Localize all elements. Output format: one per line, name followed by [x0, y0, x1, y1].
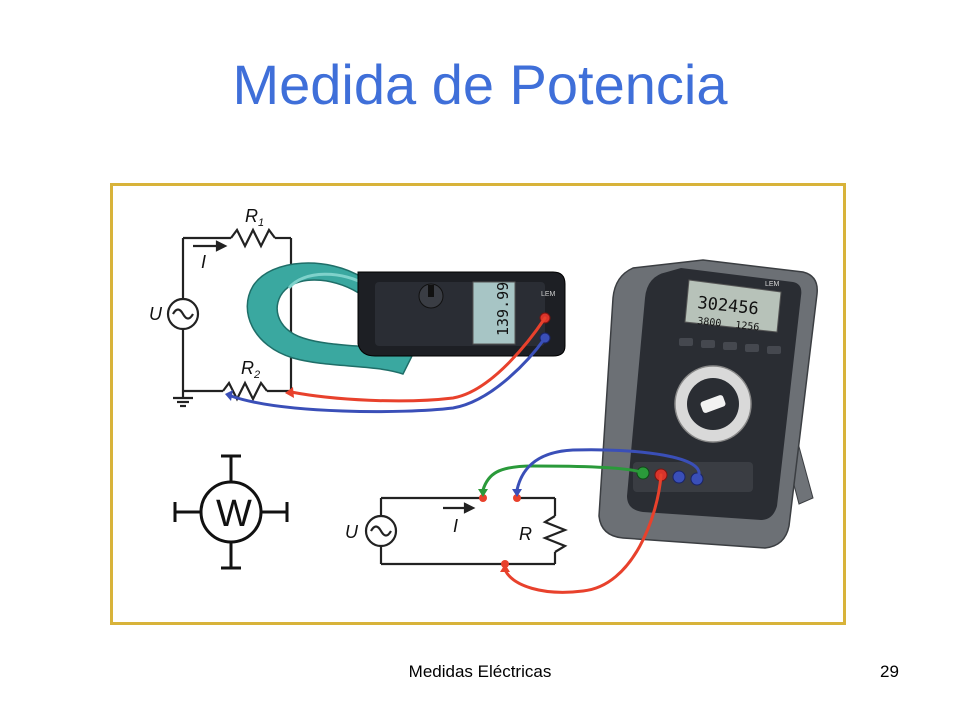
lead-green: [481, 464, 645, 492]
wattmeter-symbol: [173, 454, 289, 570]
bottom-resistor-label: R: [519, 524, 532, 544]
r1-subscript: 1: [258, 217, 264, 229]
r2-label: R: [241, 358, 254, 378]
lead-blue: [515, 448, 701, 492]
bottom-circuit: [364, 496, 568, 566]
lead-clamp-red: [289, 316, 547, 403]
top-circuit: [166, 227, 293, 408]
r1-label: R: [245, 206, 258, 226]
clamp-lcd-value: 139.99: [494, 282, 512, 336]
lead-red: [503, 473, 663, 594]
lead-clamp-blue: [229, 336, 547, 414]
test-leads: [225, 316, 701, 594]
figure-frame: R 1 R 2 I U 139.99 LEM: [110, 183, 846, 625]
bottom-source-label: U: [345, 522, 359, 542]
power-meter: 302456 3800 1256 LEM: [598, 259, 818, 549]
power-meter-lcd-sub-left: 3800: [697, 316, 722, 329]
power-meter-jack-blue-1: [672, 470, 686, 484]
wattmeter-label: W: [216, 493, 252, 535]
power-meter-brand: LEM: [765, 281, 780, 288]
clamp-meter: 139.99 LEM: [246, 262, 566, 375]
bottom-current-label: I: [453, 516, 458, 536]
footer-text: Medidas Eléctricas: [408, 662, 552, 681]
page-number: 29: [880, 662, 899, 681]
resistor-r1: [230, 227, 276, 249]
top-source-label: U: [149, 304, 163, 324]
clamp-brand: LEM: [541, 291, 556, 298]
resistor-r: [542, 515, 568, 553]
top-current-label: I: [201, 252, 206, 272]
power-meter-lcd-sub-right: 1256: [735, 320, 760, 333]
power-measurement-illustration: R 1 R 2 I U 139.99 LEM: [149, 206, 818, 594]
slide-title: Medida de Potencia: [232, 53, 728, 116]
r2-subscript: 2: [253, 369, 260, 381]
resistor-r2: [222, 380, 268, 402]
